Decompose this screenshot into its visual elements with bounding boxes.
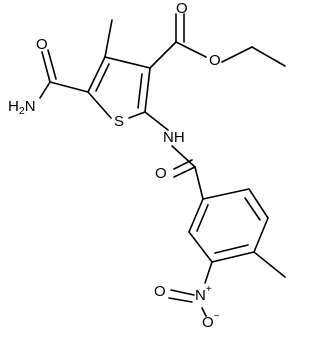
bond-nitro-n-o-double-a (170, 289, 195, 296)
bond-nitro-n-o-double-b (168, 297, 193, 303)
bond-benzene-methyl (253, 251, 286, 278)
amide-linker (144, 111, 196, 178)
nitro-oxygen-single-label: O− (202, 311, 220, 331)
bond-c5-s (128, 111, 146, 119)
bond-nh-carbonyl-carbon (171, 145, 196, 168)
molecule-drawing: O H2N O O S NH O N+ O O− (8, 0, 286, 331)
bond-c4-c5 (144, 67, 151, 113)
bond-ester-o-ch2 (221, 46, 253, 63)
ester-carbonyl-oxygen-label: O (176, 0, 188, 17)
bond-ester-c-o-single (175, 41, 207, 58)
amide-nitrogen-label: H2N (8, 98, 36, 117)
bond-c4-ester-carbon (149, 41, 177, 69)
amide-oxygen-label: O (36, 36, 48, 53)
ethyl-ester-group (149, 13, 286, 69)
bond-ring-6-1-inner (196, 204, 209, 232)
bond-amide-c-n (39, 81, 51, 99)
bond-ring-4-5-inner (214, 244, 249, 254)
bond-ring-4-5 (211, 251, 255, 263)
bond-amide-c-o (41, 51, 51, 83)
bond-c2-c3-inner (95, 63, 110, 92)
bond-ring-5-6 (188, 231, 213, 263)
bond-s-c2 (87, 91, 112, 119)
bond-c2-c3 (87, 56, 106, 93)
ester-oxygen-label: O (209, 52, 221, 69)
benzene-ring (188, 166, 269, 263)
bond-ring-2-3-inner (244, 197, 261, 221)
bond-c4-c5-inner (137, 73, 143, 109)
nitro-nitrogen-label: N+ (195, 284, 212, 304)
bond-ring-6-1 (188, 198, 204, 233)
bond-amide-c-o-double (47, 49, 57, 80)
bond-nitro-n-o-single (201, 307, 207, 317)
nitro-oxygen-double-label: O (154, 283, 166, 300)
bond-benzamide-c-o-double (173, 159, 193, 170)
bond-thiophene-methyl (104, 19, 113, 58)
bond-ring-2-3 (248, 188, 269, 219)
bond-c2-amide-carbon (49, 81, 89, 93)
chemical-structure-diagram: O H2N O O S NH O N+ O O− (8, 0, 286, 331)
bond-ring-3-4 (253, 217, 269, 253)
bond-ring-nitro-n (204, 261, 213, 284)
thiophene-sulfur-label: S (114, 113, 124, 130)
bond-ring-1-2 (202, 188, 250, 200)
nitro-group (168, 261, 213, 317)
bond-benzamide-c-o (173, 166, 196, 178)
benzamide-oxygen-label: O (155, 165, 167, 182)
nh-label: NH (163, 129, 185, 146)
bond-ester-ch2-ch3 (251, 46, 286, 67)
bond-c5-nh (144, 111, 169, 131)
thiophene-ring (87, 56, 151, 119)
bond-c3-c4 (104, 56, 151, 69)
bond-carbonyl-ring (194, 166, 204, 200)
primary-amide-group (39, 49, 89, 99)
